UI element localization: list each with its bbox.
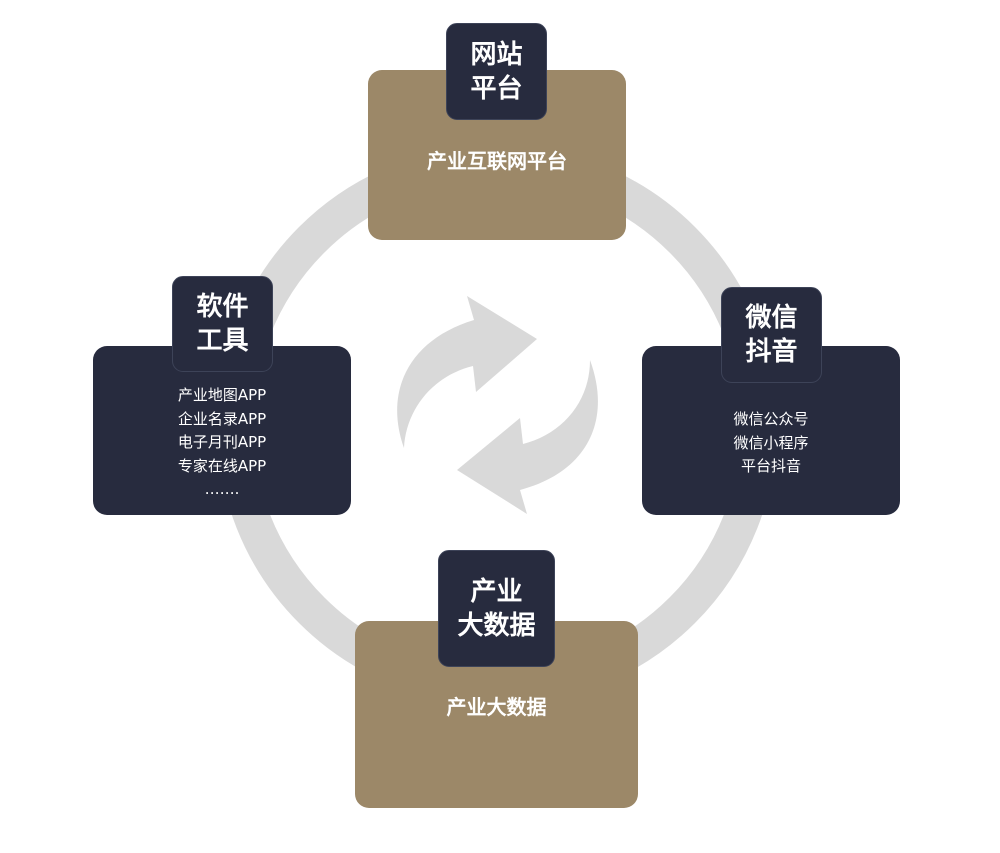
cycle-arrows-icon [397, 296, 598, 514]
website-platform-tag: 网站 平台 [446, 23, 547, 120]
industry-big-data-tag-line1: 产业 [470, 576, 523, 607]
website-platform-tag-line2: 平台 [470, 73, 523, 104]
software-tools-card: 产业地图APP 企业名录APP 电子月刊APP 专家在线APP ……. [93, 346, 351, 515]
wechat-douyin-tag-line2: 抖音 [745, 337, 798, 367]
industry-big-data-tag-line2: 大数据 [457, 610, 536, 641]
software-tools-tag-line1: 软件 [196, 292, 249, 322]
industry-big-data-tag: 产业 大数据 [438, 550, 555, 667]
wechat-douyin-item: 平台抖音 [740, 457, 801, 475]
website-platform-tag-line1: 网站 [470, 39, 523, 70]
wechat-douyin-tag: 微信 抖音 [721, 287, 822, 383]
software-tools-item: ……. [204, 480, 240, 498]
software-tools-item: 专家在线APP [177, 456, 267, 475]
wechat-douyin-tag-line1: 微信 [745, 303, 798, 333]
software-tools-item: 电子月刊APP [177, 433, 267, 451]
software-tools-list: 产业地图APP 企业名录APP 电子月刊APP 专家在线APP ……. [93, 384, 351, 502]
software-tools-tag: 软件 工具 [172, 276, 273, 372]
wechat-douyin-item: 微信公众号 [733, 410, 809, 428]
industry-big-data-content: 产业大数据 [446, 695, 547, 719]
software-tools-item: 产业地图APP [177, 386, 267, 404]
website-platform-content: 产业互联网平台 [427, 149, 567, 173]
software-tools-item: 企业名录APP [177, 409, 267, 428]
wechat-douyin-item: 微信小程序 [733, 433, 809, 452]
software-tools-tag-line2: 工具 [196, 326, 249, 356]
wechat-douyin-list: 微信公众号 微信小程序 平台抖音 [642, 408, 900, 479]
